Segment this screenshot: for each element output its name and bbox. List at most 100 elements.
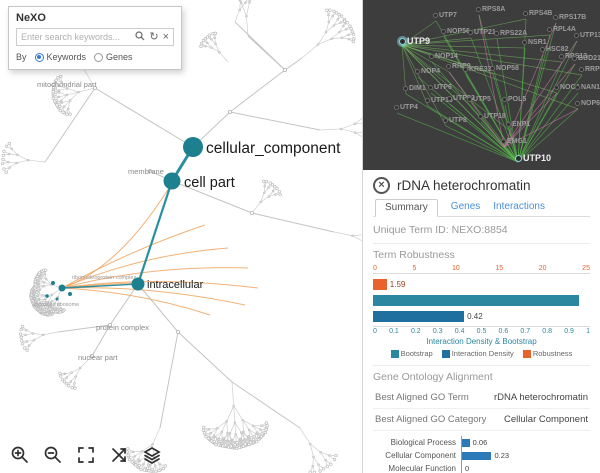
network-node[interactable]: HSC82 [540, 46, 569, 53]
node-dot [501, 139, 506, 144]
tree-label-mitochondrial-part[interactable]: mitochondrial part [37, 80, 98, 89]
network-node[interactable]: UTP18 [478, 113, 506, 120]
tree-node-cluster[interactable] [58, 284, 66, 292]
network-node[interactable]: UTP6 [428, 84, 452, 91]
network-node[interactable]: BUD21 [572, 55, 600, 62]
network-node[interactable]: NOP58 [490, 65, 519, 72]
node-dot [403, 86, 408, 91]
term-robustness-chart: 0 5 10 15 20 25 1.59 [373, 265, 590, 358]
node-label: UTP13 [580, 32, 600, 39]
bootstrap-bar-row [373, 294, 590, 306]
legend-interaction-density: Interaction Density [441, 349, 514, 358]
expand-arrows-icon[interactable] [107, 443, 131, 467]
go-row: Best Aligned GO Term rDNA heterochromati… [373, 387, 590, 409]
network-node[interactable]: UTP21 [468, 29, 496, 36]
network-node[interactable]: KRE33 [463, 66, 492, 73]
network-node[interactable]: RRP5 [579, 66, 600, 73]
bootstrap-bar [373, 294, 580, 306]
search-input[interactable] [21, 32, 132, 42]
close-icon[interactable]: × [373, 177, 390, 194]
network-node[interactable]: NOP6 [575, 100, 600, 107]
tab-genes[interactable]: Genes [450, 201, 481, 212]
network-node[interactable]: UTP8 [443, 117, 467, 124]
node-dot [523, 11, 528, 16]
network-node[interactable]: NOP56 [441, 28, 470, 35]
network-node[interactable]: UTP13 [574, 32, 600, 39]
network-node[interactable]: ENP1 [506, 121, 530, 128]
node-dot [547, 27, 552, 32]
legend-label: Robustness [532, 349, 573, 358]
node-dot [415, 69, 420, 74]
tab-interactions[interactable]: Interactions [493, 201, 545, 212]
network-node[interactable]: RPS8A [476, 6, 505, 13]
radio-genes-circle[interactable] [94, 52, 104, 62]
network-node[interactable]: RPS17B [553, 14, 586, 21]
tick: 0 [373, 328, 377, 335]
network-node[interactable]: NOP14 [429, 53, 458, 60]
node-dot [441, 29, 446, 34]
network-node[interactable]: RRP9 [446, 63, 471, 70]
tree-node-intracellular[interactable] [131, 277, 145, 291]
tree-node-cellular-component[interactable] [183, 137, 203, 157]
network-node[interactable]: POL5 [502, 96, 526, 103]
fit-to-screen-icon[interactable] [74, 443, 98, 467]
detail-header: × rDNA heterochromatin [373, 177, 590, 194]
interaction-density-value: 0.42 [467, 311, 483, 321]
clear-search-icon[interactable]: × [162, 31, 169, 43]
network-node[interactable]: UTP4 [394, 104, 418, 111]
node-dot [399, 38, 406, 45]
network-node[interactable]: RPS4B [523, 10, 552, 17]
ontology-tree-panel[interactable]: cellular_component cell part intracellul… [0, 0, 362, 473]
zoom-out-icon[interactable] [41, 443, 65, 467]
layers-icon[interactable] [140, 443, 164, 467]
node-dot [506, 122, 511, 127]
node-label: UTP7 [439, 12, 457, 19]
network-node-utp9[interactable]: UTP9 [399, 36, 430, 46]
zoom-in-icon[interactable] [8, 443, 32, 467]
tick: 0.7 [520, 328, 531, 335]
network-node-utp10[interactable]: UTP10 [515, 153, 551, 163]
tick: 0.8 [542, 328, 553, 335]
search-icon[interactable] [135, 31, 145, 43]
network-node[interactable]: UTP7 [433, 12, 457, 19]
radio-genes[interactable]: Genes [94, 52, 133, 62]
network-node[interactable]: NOC4 [554, 84, 579, 91]
ontology-tree[interactable]: cellular_component cell part intracellul… [0, 0, 362, 473]
network-node[interactable]: RPL4A [547, 26, 576, 33]
network-node[interactable]: UTP15 [425, 97, 453, 104]
network-node[interactable]: NAN1 [575, 84, 600, 91]
radio-keywords-circle[interactable] [34, 52, 44, 62]
search-box: ↻ × [16, 28, 174, 46]
legend-swatch [441, 349, 450, 358]
tree-label-protein-complex[interactable]: protein complex [96, 323, 149, 332]
tree-label-membrane[interactable]: membrane [128, 167, 164, 176]
network-node[interactable]: DIM1 [403, 85, 426, 92]
search-panel: NeXO ↻ × By Keywords Genes [8, 6, 182, 70]
node-label: RPL4A [553, 26, 576, 33]
network-node[interactable]: NSR1 [522, 39, 547, 46]
network-node[interactable]: UTP22 [447, 95, 475, 102]
tree-label-nuclear-part[interactable]: nuclear part [78, 353, 119, 362]
tree-node-cell-part[interactable] [163, 172, 181, 190]
right-column: UTP7 RPS8A RPS4B RPS17B UTP9 NOP56 UTP21… [362, 0, 600, 473]
orange-interaction-edges [61, 182, 259, 316]
robustness-bottom-axis: 0 0.1 0.2 0.3 0.4 0.5 0.6 0.7 0.8 0.9 1 [373, 326, 590, 335]
network-node[interactable]: UTP5 [467, 96, 491, 103]
tick: 0 [373, 265, 377, 272]
network-node[interactable]: RPS22A [494, 30, 527, 37]
tab-summary[interactable]: Summary [375, 199, 438, 217]
tree-label-cellular-component[interactable]: cellular_component [206, 140, 341, 157]
tree-label-intracellular[interactable]: intracellular [147, 279, 204, 291]
network-node-emg1[interactable]: EMG1 [501, 138, 527, 145]
tick: 15 [495, 265, 504, 272]
node-dot [515, 155, 522, 162]
network-node[interactable]: NOP4 [415, 68, 440, 75]
radio-keywords[interactable]: Keywords [34, 52, 86, 62]
interaction-network-panel[interactable]: UTP7 RPS8A RPS4B RPS17B UTP9 NOP56 UTP21… [363, 0, 600, 170]
refresh-icon[interactable]: ↻ [149, 31, 159, 43]
tree-label-cell-part[interactable]: cell part [184, 175, 235, 191]
tick: 20 [538, 265, 547, 272]
node-dot [443, 118, 448, 123]
tick: 10 [452, 265, 460, 272]
